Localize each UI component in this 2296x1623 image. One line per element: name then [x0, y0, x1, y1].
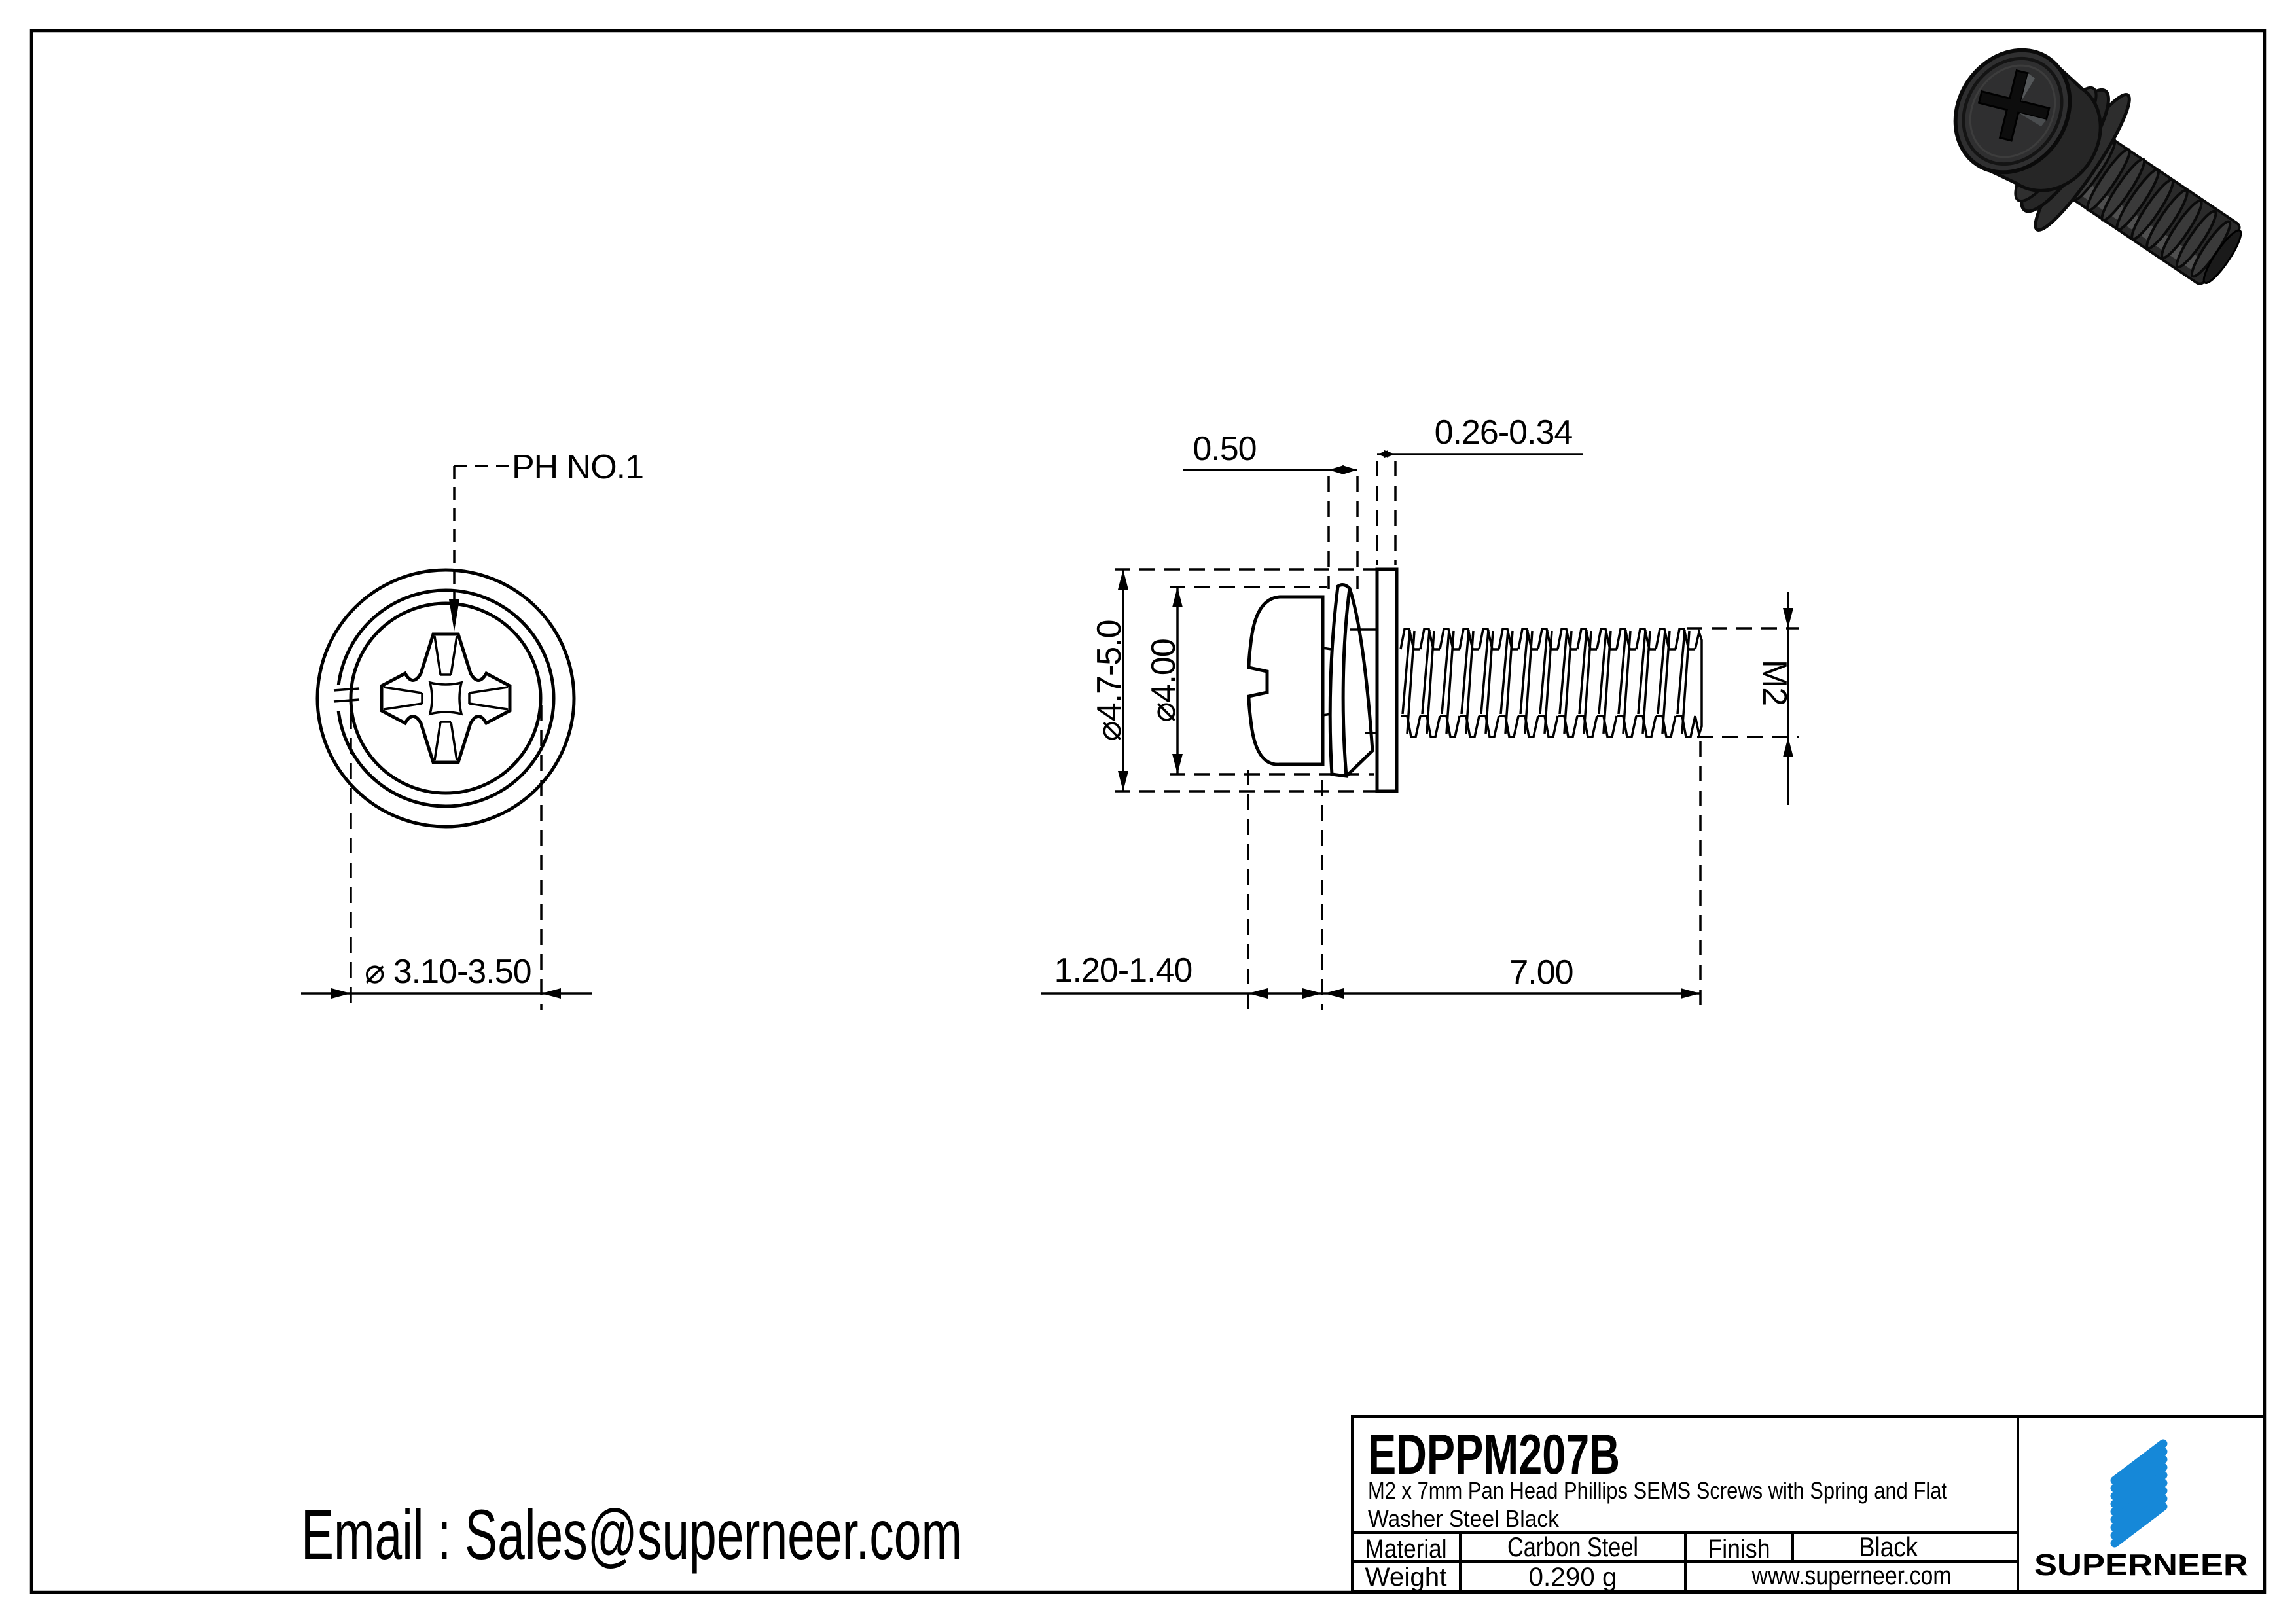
dim026-arrow-right [1384, 450, 1395, 458]
dim700-arrow-right [1681, 988, 1700, 999]
finish-value: Black [1859, 1531, 1918, 1562]
spring-washer-split-bottom [333, 698, 360, 703]
superneer-logo-icon [2110, 1439, 2168, 1548]
title-block-border [1351, 1415, 2266, 1593]
spring-thickness-label: 0.50 [1193, 430, 1256, 468]
dim47-arrow-bottom [1118, 771, 1128, 791]
front-view: PH NO.1 ⌀ 3.10-3.50 [301, 448, 644, 1010]
head-height-label: 1.20-1.40 [1054, 952, 1193, 990]
sheet-border [29, 29, 2267, 1594]
weight-label: Weight [1365, 1563, 1447, 1592]
phillips-recess-icon [380, 632, 512, 764]
material-label: Material [1365, 1535, 1447, 1563]
brand-name: SUPERNEER [2034, 1548, 2248, 1582]
thread-end [1694, 628, 1703, 739]
thread-length-label: 7.00 [1509, 954, 1573, 991]
dim050-arrow-left [1329, 465, 1344, 474]
email-text[interactable]: Email : Sales@superneer.com [301, 1495, 962, 1574]
description-line2: Washer Steel Black [1368, 1505, 1560, 1532]
front-dim-arrow-left [331, 988, 351, 999]
front-head-diameter-label: ⌀ 3.10-3.50 [365, 953, 531, 991]
weight-value: 0.290 g [1529, 1563, 1617, 1592]
dimM2-arrow-bottom [1783, 737, 1793, 757]
drive-leader-line [453, 465, 509, 623]
title-block: EDPPM207B M2 x 7mm Pan Head Phillips SEM… [1351, 1415, 2266, 1593]
dim120-arrow-left [1248, 988, 1268, 999]
description-line1: M2 x 7mm Pan Head Phillips SEMS Screws w… [1368, 1477, 1947, 1504]
spring-washer-profile [1322, 583, 1377, 778]
head-rim2-3d [1969, 64, 2056, 158]
spring-washer-split-top [333, 687, 360, 692]
flat-washer-profile [1375, 567, 1399, 793]
dimM2-arrow-top [1783, 608, 1793, 628]
drive-leader-arrow [449, 599, 459, 632]
thread-spec-label: M2 [1755, 660, 1793, 705]
finish-label: Finish [1708, 1535, 1770, 1563]
head-rim-3d [1962, 56, 2064, 166]
flat-washer-outline-front [315, 568, 576, 829]
drive-label: PH NO.1 [512, 448, 643, 486]
dim050-arrow-right [1342, 465, 1357, 474]
head-outline-front [349, 601, 543, 795]
flat-thickness-label: 0.26-0.34 [1435, 414, 1573, 452]
phillips-3d-icon [1977, 69, 2051, 142]
dim700-arrow-left [1324, 988, 1344, 999]
spring-od-label: ⌀4.00 [1145, 639, 1183, 722]
part-number: EDPPM207B [1368, 1423, 1620, 1486]
front-dim-arrow-right [541, 988, 561, 999]
material-value: Carbon Steel [1507, 1531, 1638, 1562]
dim120-arrow-right [1302, 988, 1322, 999]
dim40-arrow-top [1172, 587, 1183, 607]
shaft-end-3d [2202, 229, 2242, 284]
website-link[interactable]: www.superneer.com [1751, 1561, 1952, 1590]
thread-profile [1399, 628, 1703, 739]
spring-washer-outline-front [336, 588, 556, 808]
dim40-arrow-bottom [1172, 754, 1183, 774]
dim47-arrow-top [1118, 569, 1128, 590]
screw-3d-render [1953, 48, 2242, 285]
side-view: 0.50 0.26-0.34 ⌀4.7-5.0 ⌀4.00 M2 [1041, 414, 1799, 1010]
head-profile [1247, 595, 1325, 766]
flat-od-label: ⌀4.7-5.0 [1090, 620, 1128, 741]
